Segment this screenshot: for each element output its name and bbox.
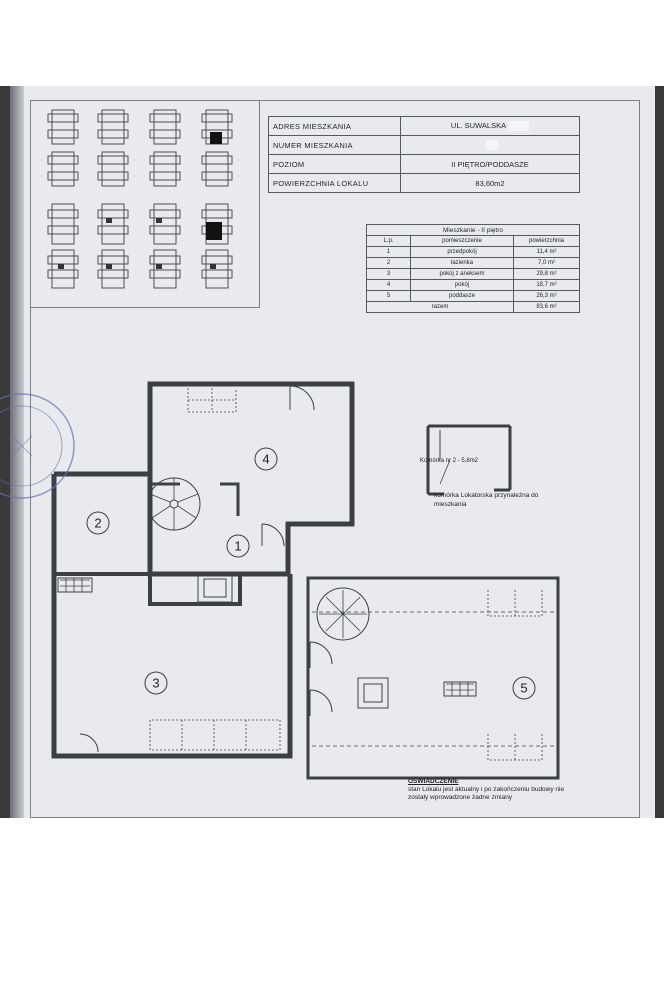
- room-number-1: 1: [234, 539, 241, 554]
- scanned-floor-plan-photo: ADRES MIESZKANIA UL. SUWALSKA NUMER MIES…: [0, 86, 664, 818]
- declaration-note: OŚWIADCZENIE stan Lokalu jest aktualny i…: [408, 778, 578, 802]
- attic-skylight: [487, 734, 543, 761]
- storage-room-label: Komórka nr 2 - 5,8m2: [420, 458, 479, 464]
- rooms-area-table: Mieszkanie - II piętro L.p. pomieszczeni…: [366, 224, 580, 313]
- storage-room-caption: komórka Lokatorska przynależna do mieszk…: [434, 492, 539, 508]
- table-total-row: razem 83,6 m²: [366, 301, 580, 313]
- area-row: POWIERZCHNIA LOKALU 83,60m2: [268, 173, 580, 193]
- kitchen-unit: [57, 577, 93, 593]
- chimney: [357, 677, 389, 709]
- highlighted-unit-marker: [206, 222, 222, 240]
- window-skylight: [149, 719, 281, 751]
- room-number-5: 5: [520, 681, 527, 696]
- area-value: 83,60m2: [400, 173, 580, 193]
- drawing-frame: [30, 100, 640, 818]
- page-shadow: [10, 86, 24, 818]
- attic-walls: [306, 576, 560, 780]
- storage-cell-walls: [426, 424, 512, 496]
- table-row: 4 pokój 18,7 m²: [366, 279, 580, 291]
- partition-wall: [54, 572, 242, 606]
- highlighted-unit-marker: [210, 132, 222, 144]
- attic-slope-line: [312, 611, 556, 747]
- room-number-3: 3: [152, 676, 159, 691]
- redacted-block: [485, 140, 498, 150]
- door-swing: [261, 523, 285, 547]
- declaration-title: OŚWIADCZENIE: [408, 778, 459, 785]
- lower-apartment-walls: [51, 471, 293, 759]
- table-row: 2 łazienka 7,0 m²: [366, 257, 580, 269]
- table-row: 1 przedpokój 11,4 m²: [366, 246, 580, 258]
- redacted-block: [509, 121, 530, 131]
- floor-plan-drawing: 4 2 1 3 5: [51, 381, 560, 780]
- address-info-table: ADRES MIESZKANIA UL. SUWALSKA NUMER MIES…: [268, 116, 580, 193]
- door-swing: [289, 385, 315, 411]
- area-label: POWIERZCHNIA LOKALU: [268, 173, 401, 193]
- room-number-2: 2: [94, 516, 101, 531]
- door-swing: [79, 733, 99, 753]
- shower-fixture: [197, 573, 233, 603]
- total-value: 83,6 m²: [513, 301, 580, 313]
- room-number-4: 4: [262, 452, 269, 467]
- site-plan-drawing: [47, 109, 233, 289]
- address-text: UL. SUWALSKA: [450, 120, 507, 130]
- window-skylight: [187, 388, 237, 413]
- internal-walls: [150, 482, 240, 516]
- door-swing: [309, 641, 333, 668]
- site-plan-thumbnail: [30, 100, 260, 308]
- official-stamp-seal: [0, 393, 75, 499]
- storage-leader-line: [439, 459, 451, 485]
- door-swing: [309, 689, 333, 716]
- attic-spiral-staircase: [316, 587, 370, 641]
- floor-plan-sheet: ADRES MIESZKANIA UL. SUWALSKA NUMER MIES…: [0, 86, 655, 818]
- total-label: razem: [366, 301, 514, 313]
- declaration-text: stan Lokalu jest aktualny i po zakończen…: [408, 786, 565, 801]
- attic-skylight: [487, 590, 543, 617]
